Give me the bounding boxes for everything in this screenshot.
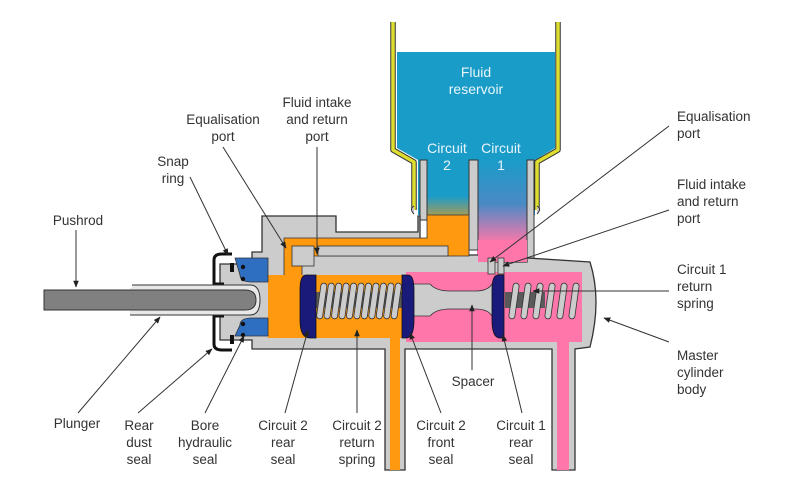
circuit1-spring-coil <box>532 282 544 320</box>
label-c2-rear-seal-2: rear <box>271 435 296 450</box>
label-intake-right-3: port <box>677 211 701 226</box>
reservoir-title-line2: reservoir <box>449 81 504 97</box>
reservoir-circuit2-number: 2 <box>443 157 451 173</box>
leader-equalisation-left <box>222 146 287 249</box>
leader-c1-rear-seal <box>501 334 523 414</box>
circuit2-return-spring <box>310 282 402 320</box>
reservoir-neck-left <box>419 159 428 221</box>
reservoir-circuit2-label: Circuit <box>427 140 467 156</box>
circuit1-spring-coil <box>544 282 556 320</box>
circuit1-outlet <box>557 330 569 470</box>
circuit2-spring-coil <box>346 282 358 320</box>
leader-bore-seal <box>204 335 245 414</box>
label-equalisation-left-2: port <box>211 129 235 144</box>
circuit1-spring-coils <box>508 282 580 320</box>
label-equalisation-right-1: Equalisation <box>677 109 751 124</box>
circuit2-spring-coil <box>383 282 395 320</box>
circuit2-spring-coil <box>390 282 402 320</box>
labels: Pushrod Snap ring Equalisation port Flui… <box>53 95 751 467</box>
label-intake-left-3: port <box>305 129 329 144</box>
label-snap-ring-2: ring <box>162 171 185 186</box>
snap-ring <box>212 252 234 352</box>
circuit1-spring-coil <box>508 282 520 320</box>
label-bore-seal-2: hydraulic <box>178 435 232 450</box>
circuit2-spring-coil <box>368 282 380 320</box>
label-c2-spring-2: return <box>339 435 374 450</box>
label-bore-seal-1: Bore <box>191 418 220 433</box>
pushrod <box>43 289 257 311</box>
circuit2-front-seal <box>401 274 415 339</box>
circuit2-spring-coil <box>353 282 365 320</box>
circuit1-spring-coil <box>556 282 568 320</box>
label-dust-seal-2: dust <box>126 435 152 450</box>
label-c1-rear-seal-1: Circuit 1 <box>496 418 546 433</box>
reservoir-circuit1-label: Circuit <box>481 140 521 156</box>
circuit1-spring-coil <box>568 282 580 320</box>
label-intake-left-2: and return <box>286 112 348 127</box>
circuit2-channel-block <box>317 245 449 257</box>
circuit2-spring-coils <box>316 282 402 320</box>
label-dust-seal-1: Rear <box>124 418 154 433</box>
label-c1-spring-1: Circuit 1 <box>677 262 727 277</box>
circuit2-spring-coil <box>331 282 343 320</box>
label-c2-rear-seal-1: Circuit 2 <box>258 418 308 433</box>
reservoir-clip-right <box>536 205 540 215</box>
reservoir-wall-right-fill <box>535 22 560 210</box>
label-pushrod: Pushrod <box>53 213 103 228</box>
circuit1-spring-coil <box>520 282 532 320</box>
label-body-3: body <box>677 382 707 397</box>
label-c2-spring-1: Circuit 2 <box>332 418 382 433</box>
label-snap-ring-1: Snap <box>157 154 189 169</box>
label-c2-front-seal-1: Circuit 2 <box>416 418 466 433</box>
circuit2-outlet <box>390 325 400 470</box>
circuit1-rear-seal <box>491 274 505 339</box>
label-intake-right-2: and return <box>677 194 739 209</box>
label-bore-seal-3: seal <box>193 452 218 467</box>
label-c1-spring-3: spring <box>677 296 714 311</box>
circuit2-spring-coil <box>323 282 335 320</box>
reservoir-circuit1-number: 1 <box>497 157 505 173</box>
label-equalisation-right-2: port <box>677 126 701 141</box>
bore-hydraulic-seal <box>234 257 269 338</box>
circuit2-spring-coil <box>375 282 387 320</box>
leader-dust-seal <box>137 348 213 414</box>
leader-snap-ring <box>189 176 229 256</box>
reservoir-clip-left <box>411 205 415 215</box>
label-spacer: Spacer <box>452 374 495 389</box>
leader-intake-right <box>502 209 670 267</box>
label-plunger: Plunger <box>54 416 101 431</box>
label-body-1: Master <box>677 348 719 363</box>
label-c2-front-seal-2: front <box>427 435 454 450</box>
reservoir-divider <box>468 159 479 251</box>
circuit1-return-spring <box>505 282 580 320</box>
leader-lines <box>73 125 670 414</box>
circuit2-spring-coil <box>360 282 372 320</box>
circuit2-spring-coil <box>316 282 328 320</box>
label-equalisation-left-1: Equalisation <box>186 112 260 127</box>
reservoir-neck-right <box>526 159 535 261</box>
label-dust-seal-3: seal <box>127 452 152 467</box>
fluid-reservoir: Fluid reservoir Circuit 2 Circuit 1 <box>390 22 561 261</box>
label-c1-rear-seal-2: rear <box>509 435 534 450</box>
label-c1-spring-2: return <box>677 279 712 294</box>
label-intake-right-1: Fluid intake <box>677 177 746 192</box>
leader-plunger <box>77 316 161 414</box>
label-c2-rear-seal-3: seal <box>271 452 296 467</box>
label-c2-spring-3: spring <box>339 452 376 467</box>
label-body-2: cylinder <box>677 365 724 380</box>
label-c1-rear-seal-3: seal <box>509 452 534 467</box>
circuit2-spring-coil <box>338 282 350 320</box>
leader-c2-front-seal <box>409 332 442 414</box>
leader-body <box>603 317 670 343</box>
reservoir-title-line1: Fluid <box>461 64 491 80</box>
label-intake-left-1: Fluid intake <box>282 95 351 110</box>
circuit2-rear-seal <box>299 274 317 339</box>
leader-equalisation-right <box>489 125 670 263</box>
circuit2-port-block <box>291 245 315 267</box>
reservoir-wall-left-fill <box>391 22 416 210</box>
leader-c2-rear-seal <box>284 329 310 414</box>
label-c2-front-seal-3: seal <box>429 452 454 467</box>
